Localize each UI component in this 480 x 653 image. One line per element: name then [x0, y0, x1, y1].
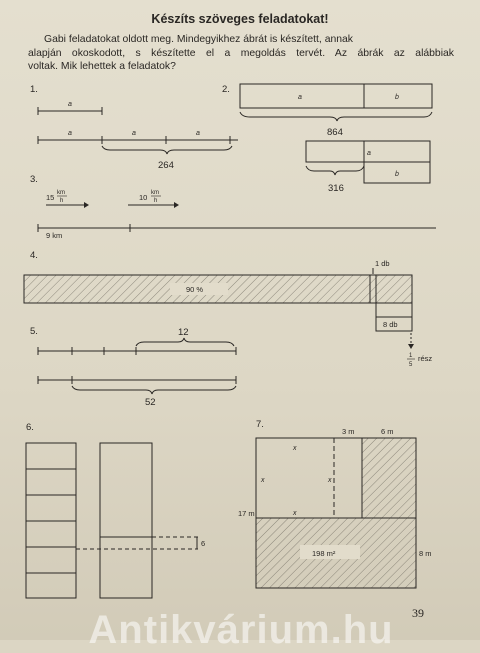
figure-5-number: 5.: [30, 326, 38, 337]
fig4-small-box: [375, 302, 413, 318]
figure-3: 3. 15 km h 10 km h 9 km: [30, 174, 436, 240]
figure-1: 1. a a a a 264: [30, 84, 238, 171]
intro-line-3: voltak. Mik lehettek a feladatok?: [28, 61, 176, 73]
fig3-unit-top-1: km: [57, 190, 65, 196]
fig3-distance-label: 9 km: [46, 231, 62, 240]
figure-7: 7. 198 m² 3 m 6 m 17 m 8 m x x x x: [238, 419, 432, 589]
fig7-dim-8m: 8 m: [419, 549, 432, 558]
fig7-dim-17m: 17 m: [238, 509, 255, 518]
fig4-percent: 90 %: [186, 285, 203, 294]
figure-3-number: 3.: [30, 174, 38, 185]
fig5-value-top: 12: [178, 327, 189, 338]
figure-1-number: 1.: [30, 84, 38, 95]
fig4-frac-den: 5: [409, 362, 413, 368]
fig7-x-bottom: x: [292, 510, 297, 517]
fig2-total-bottom: 316: [328, 183, 344, 194]
intro-paragraph: Gabi feladatokat oldott meg. Mindegyikhe…: [28, 33, 454, 74]
fig6-right-bar: [99, 442, 153, 599]
figure-7-number: 7.: [256, 419, 264, 430]
fig5-value-bottom: 52: [145, 397, 156, 408]
figure-2: 2. a b 864 a b 316: [222, 83, 433, 194]
fig7-x-mid: x: [327, 477, 332, 484]
fig2-top-brace: [239, 111, 433, 122]
fig3-speed-2: 10: [139, 193, 147, 202]
fig2-top-label-a: a: [298, 94, 302, 101]
fig4-label-8db: 8 db: [383, 320, 398, 329]
figure-5: 5. 12 52: [30, 326, 237, 408]
page-number: 39: [412, 606, 424, 620]
fig1-label-a: a: [68, 101, 72, 108]
fig4-frac-num: 1: [409, 353, 413, 359]
fig2-total-top: 864: [327, 127, 343, 138]
fig5-top-brace: [135, 337, 235, 347]
page-title: Készíts szöveges feladatokat!: [151, 12, 329, 26]
figure-6: 6. 6: [25, 422, 205, 599]
fig2-bar-b: [363, 161, 431, 184]
intro-line-1: Gabi feladatokat oldott meg. Mindegyikhe…: [44, 34, 354, 45]
fig4-label-1db: 1 db: [375, 259, 390, 268]
fig2-label-a: a: [367, 150, 371, 157]
fig1-label-a-4: a: [196, 130, 200, 137]
figure-4: 4. 90 % 1 db 8 db 1 5 rész: [23, 250, 432, 368]
fig7-dim-6m: 6 m: [381, 427, 394, 436]
fig2-label-b: b: [395, 171, 399, 178]
figure-6-number: 6.: [26, 422, 34, 433]
fig3-unit-top-2: km: [151, 190, 159, 196]
fig1-label-a-2: a: [68, 130, 72, 137]
fig4-8db-box: [375, 316, 413, 332]
watermark: Antikvárium.hu: [88, 608, 394, 652]
fig2-bottom-brace: [305, 165, 365, 176]
fig5-bottom-brace: [71, 385, 237, 395]
fig7-area: 198 m²: [312, 549, 336, 558]
fig7-x-top: x: [292, 445, 297, 452]
fig1-brace: [101, 145, 233, 155]
figure-4-number: 4.: [30, 250, 38, 261]
figure-2-number: 2.: [222, 84, 230, 95]
fig3-unit-bottom-2: h: [154, 198, 157, 204]
fig6-marker: 6: [201, 539, 205, 548]
fig7-x-left: x: [260, 477, 265, 484]
fig3-unit-bottom-1: h: [60, 198, 63, 204]
fig3-speed-1: 15: [46, 193, 54, 202]
fig7-dim-3m: 3 m: [342, 427, 355, 436]
fig2-top-label-b: b: [395, 94, 399, 101]
fig4-frac-word: rész: [418, 354, 432, 363]
fig1-total: 264: [158, 160, 174, 171]
fig2-top-bar: [239, 83, 433, 109]
intro-line-2: alapján okoskodott, s készítette el a me…: [28, 47, 454, 59]
fig7-square: [255, 437, 417, 589]
fig1-label-a-3: a: [132, 130, 136, 137]
